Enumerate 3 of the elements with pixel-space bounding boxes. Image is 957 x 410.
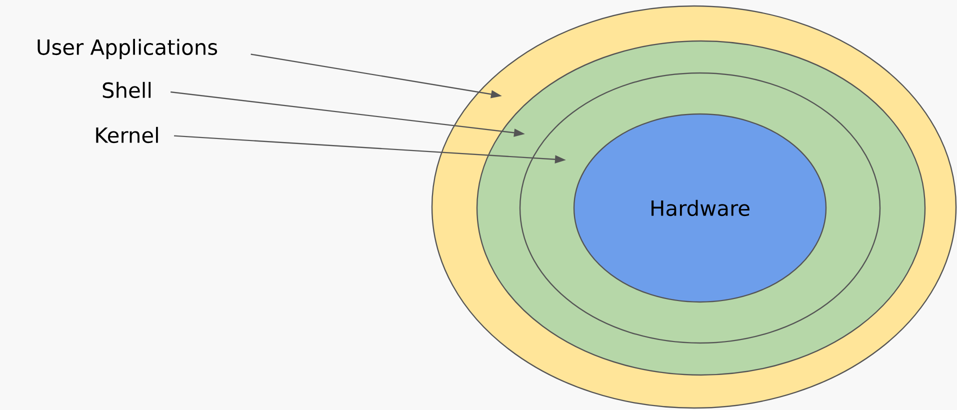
layer-label: Kernel (96, 126, 158, 144)
layer-label: Shell (102, 82, 151, 98)
layer-label: User Applications (38, 38, 218, 60)
